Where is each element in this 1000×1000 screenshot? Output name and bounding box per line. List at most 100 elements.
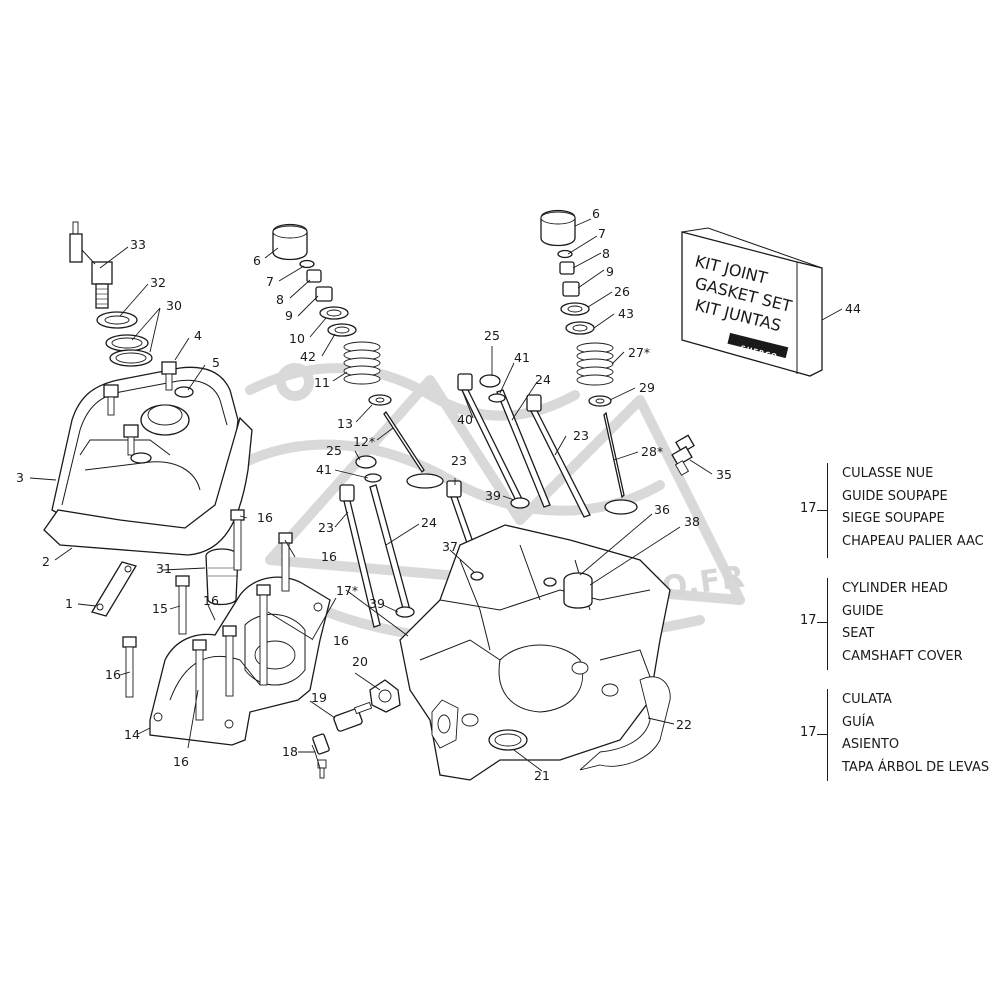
valve-cover bbox=[51, 366, 239, 531]
callout-41-left: 41 bbox=[316, 462, 332, 477]
callout-41-right: 41 bbox=[514, 350, 530, 365]
callout-22: 22 bbox=[676, 717, 692, 732]
legend-spanish: 17 CULATA GUÍA ASIENTO TAPA ÁRBOL DE LEV… bbox=[790, 689, 995, 781]
legend-english: 17 CYLINDER HEAD GUIDE SEAT CAMSHAFT COV… bbox=[790, 578, 995, 670]
callout-27: 27* bbox=[628, 345, 650, 360]
plate bbox=[91, 561, 137, 617]
callout-19: 19 bbox=[311, 690, 327, 705]
callout-35: 35 bbox=[716, 467, 732, 482]
callout-10: 10 bbox=[289, 331, 305, 346]
callout-9-right: 9 bbox=[606, 264, 614, 279]
callout-16-c: 16 bbox=[203, 593, 219, 608]
callout-39-lower: 39 bbox=[369, 596, 385, 611]
spark-plug-tube bbox=[205, 548, 239, 606]
callout-43: 43 bbox=[618, 306, 634, 321]
legend-item: SIEGE SOUPAPE bbox=[842, 511, 945, 526]
callout-6-right: 6 bbox=[592, 206, 600, 221]
callout-44: 44 bbox=[845, 301, 861, 316]
legend-key: 17 bbox=[800, 613, 817, 628]
callout-21: 21 bbox=[534, 768, 550, 783]
legend-brace bbox=[827, 578, 828, 670]
valve-train-right bbox=[540, 209, 638, 515]
callout-14: 14 bbox=[124, 727, 140, 742]
valve-cover-gasket bbox=[43, 416, 253, 556]
legend-item: CULATA bbox=[842, 692, 892, 707]
callout-29: 29 bbox=[639, 380, 655, 395]
callout-38: 38 bbox=[684, 514, 700, 529]
leader-lines bbox=[29, 218, 843, 772]
legend-key: 17 bbox=[800, 725, 817, 740]
legend-item: TAPA ÁRBOL DE LEVAS bbox=[842, 759, 990, 775]
legend-items: CULASSE NUE GUIDE SOUPAPE SIEGE SOUPAPE … bbox=[842, 463, 984, 553]
callout-17: 17* bbox=[336, 583, 358, 598]
legend-item: CAMSHAFT COVER bbox=[842, 648, 963, 664]
callout-32: 32 bbox=[150, 275, 166, 290]
legend-tick bbox=[817, 510, 827, 511]
callout-25-left: 25 bbox=[326, 443, 342, 458]
callout-16-a: 16 bbox=[257, 510, 273, 525]
valve-train-left bbox=[272, 223, 444, 489]
callout-7-right: 7 bbox=[598, 226, 606, 241]
legend-french: 17 CULASSE NUE GUIDE SOUPAPE SIEGE SOUPA… bbox=[790, 463, 995, 558]
callout-15: 15 bbox=[152, 601, 168, 616]
legend-brace bbox=[827, 463, 828, 558]
callout-20: 20 bbox=[352, 654, 368, 669]
temperature-sensor bbox=[671, 434, 695, 476]
callout-24-left: 24 bbox=[421, 515, 437, 530]
callout-16-e: 16 bbox=[105, 667, 121, 682]
callout-18: 18 bbox=[282, 744, 298, 759]
callout-33: 33 bbox=[130, 237, 146, 252]
callout-23-right: 23 bbox=[573, 428, 589, 443]
callout-42: 42 bbox=[300, 349, 316, 364]
callout-23-mid: 23 bbox=[451, 453, 467, 468]
legend-item: CHAPEAU PALIER AAC bbox=[842, 533, 984, 549]
cylinder-head-gasket bbox=[579, 676, 671, 771]
legend-items: CULATA GUÍA ASIENTO TAPA ÁRBOL DE LEVAS bbox=[842, 689, 989, 779]
callout-7-left: 7 bbox=[266, 274, 274, 289]
callout-23-left: 23 bbox=[318, 520, 334, 535]
callout-26: 26 bbox=[614, 284, 630, 299]
legend-item: GUIDE bbox=[842, 603, 884, 619]
callout-2: 2 bbox=[42, 554, 50, 569]
callout-13: 13 bbox=[337, 416, 353, 431]
callout-1: 1 bbox=[65, 596, 73, 611]
callout-8-right: 8 bbox=[602, 246, 610, 261]
callout-30: 30 bbox=[166, 298, 182, 313]
callout-8-left: 8 bbox=[276, 292, 284, 307]
camshaft-cover bbox=[149, 576, 331, 746]
callout-31: 31 bbox=[156, 561, 172, 576]
legend-key: 17 bbox=[800, 501, 817, 516]
legend-item: CULASSE NUE bbox=[842, 466, 934, 481]
gasket-kit-box bbox=[681, 227, 823, 377]
legend-item: SEAT bbox=[842, 626, 875, 641]
callout-3: 3 bbox=[16, 470, 24, 485]
legend-brace bbox=[827, 689, 828, 781]
legend-item: CYLINDER HEAD bbox=[842, 581, 948, 596]
cover-bolt-left bbox=[103, 384, 119, 416]
legend-tick bbox=[817, 734, 827, 735]
callout-11: 11 bbox=[314, 375, 330, 390]
callout-16-f: 16 bbox=[173, 754, 189, 769]
callout-36: 36 bbox=[654, 502, 670, 517]
callout-28: 28* bbox=[641, 444, 663, 459]
callout-6-left: 6 bbox=[253, 253, 261, 268]
callout-16-d: 16 bbox=[333, 633, 349, 648]
callout-40: 40 bbox=[457, 412, 473, 427]
callout-37: 37 bbox=[442, 539, 458, 554]
cylinder-head bbox=[399, 524, 671, 781]
callout-4: 4 bbox=[194, 328, 202, 343]
cover-bolt-center bbox=[123, 424, 152, 464]
callout-24-right: 24 bbox=[535, 372, 551, 387]
callout-12: 12* bbox=[353, 434, 375, 449]
callout-25-right: 25 bbox=[484, 328, 500, 343]
callout-16-b: 16 bbox=[321, 549, 337, 564]
legend-item: ASIENTO bbox=[842, 737, 900, 752]
legend-items: CYLINDER HEAD GUIDE SEAT CAMSHAFT COVER bbox=[842, 578, 963, 668]
callout-5: 5 bbox=[212, 355, 220, 370]
legend-item: GUIDE SOUPAPE bbox=[842, 488, 948, 504]
callout-9-left: 9 bbox=[285, 308, 293, 323]
camshaft-bearing-cap bbox=[563, 572, 593, 609]
callout-labels: 33 32 30 4 5 3 2 1 6 7 8 9 10 42 11 13 1… bbox=[16, 206, 861, 783]
callout-39-upper: 39 bbox=[485, 488, 501, 503]
